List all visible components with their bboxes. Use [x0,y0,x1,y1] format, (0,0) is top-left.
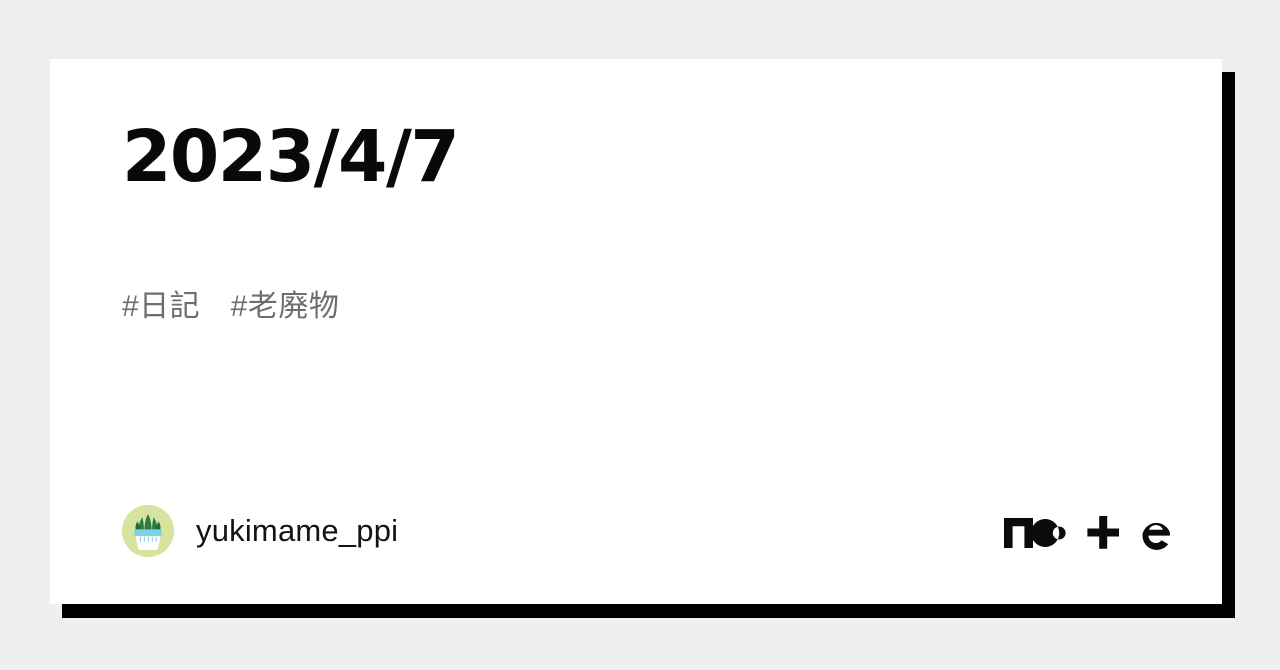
note-brand-logo[interactable] [1004,507,1170,555]
cactus-avatar-icon [122,505,174,557]
avatar[interactable] [122,505,174,557]
card-content: 2023/4/7 #日記 #老廃物 [50,59,1222,604]
card-footer: yukimame_ppi [50,505,1222,565]
author-name: yukimame_ppi [196,513,399,548]
page-title: 2023/4/7 [122,115,460,198]
article-card: 2023/4/7 #日記 #老廃物 [50,59,1222,604]
note-logo-icon [1004,516,1170,550]
tag-list: #日記 #老廃物 [122,290,340,323]
author-block[interactable]: yukimame_ppi [122,505,398,557]
